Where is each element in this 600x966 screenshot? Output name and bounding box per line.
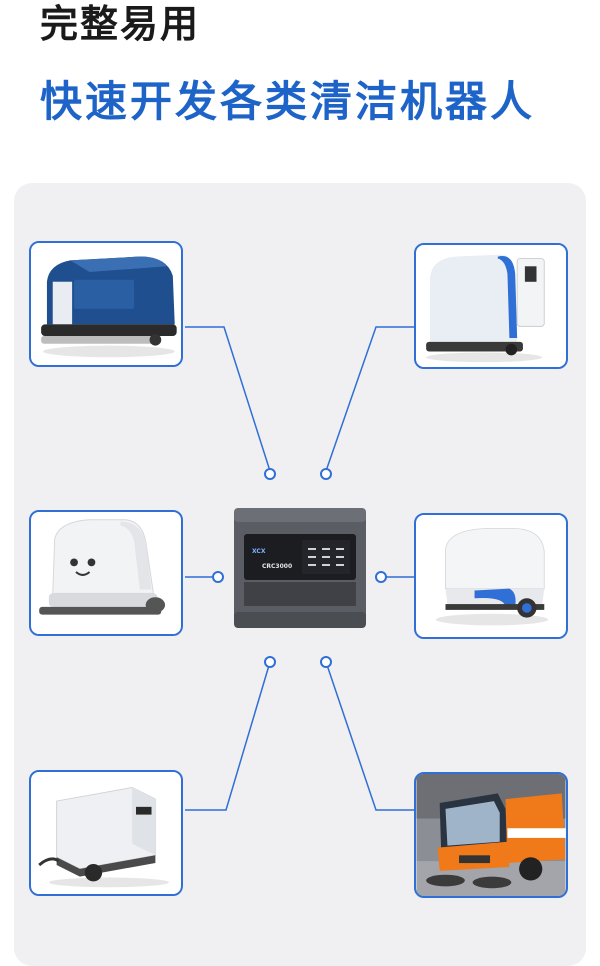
boxy-sweeper-robot-icon (31, 772, 181, 894)
controller-device-icon (234, 508, 366, 628)
blue-scrubber-robot-icon (31, 243, 181, 365)
robot-card-white-scrubber (414, 243, 568, 369)
connector-dot (264, 468, 276, 480)
connector-dot (320, 468, 332, 480)
dome-vacuum-robot-icon (416, 515, 566, 637)
orange-street-sweeper-truck-icon (416, 774, 566, 896)
controller-logo: XCX (252, 548, 266, 555)
robot-card-blue-scrubber (29, 241, 183, 367)
connector-dot (264, 656, 276, 668)
white-scrubber-robot-icon (416, 245, 566, 367)
robot-card-boxy-sweeper (29, 770, 183, 896)
robot-card-cartoon-sweeper (29, 510, 183, 636)
page-subtitle: 快速开发各类清洁机器人 (40, 77, 536, 126)
robot-card-street-sweeper (414, 772, 568, 898)
cartoon-face-sweeper-robot-icon (31, 512, 181, 634)
page-title: 完整易用 (40, 2, 201, 46)
robot-card-dome-vacuum (414, 513, 568, 639)
connector-dot (320, 656, 332, 668)
controller-model-label: CRC3000 (262, 563, 293, 570)
connector-dot (375, 571, 387, 583)
connector-dot (212, 571, 224, 583)
